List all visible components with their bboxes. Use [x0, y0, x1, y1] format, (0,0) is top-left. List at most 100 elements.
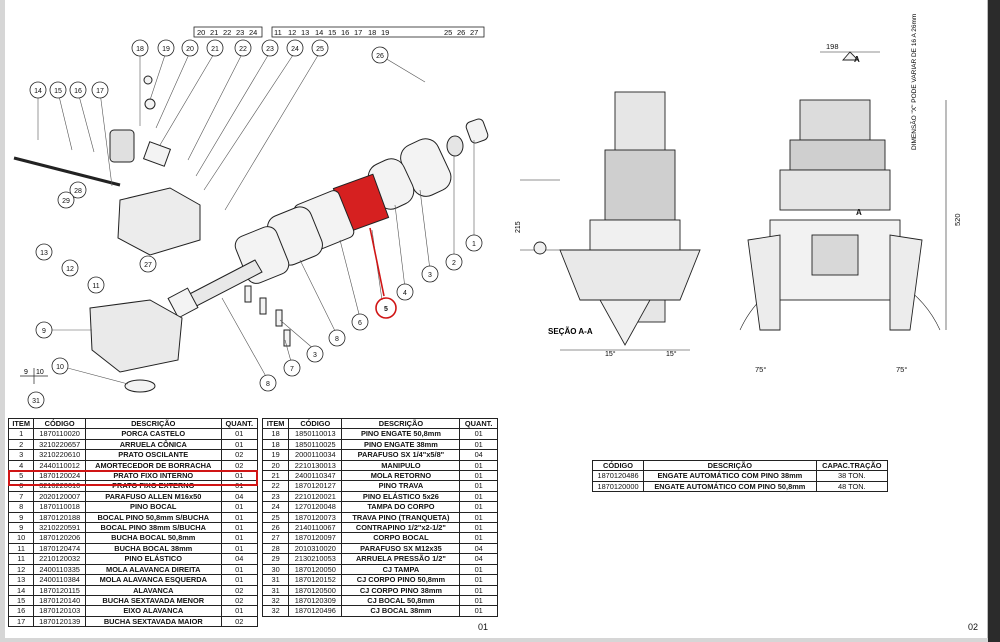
table-cell: 01: [220, 532, 259, 544]
table-cell: 14: [7, 584, 35, 596]
table-cell: 1870120103: [33, 605, 86, 617]
svg-text:13: 13: [301, 28, 309, 37]
table-cell: 1: [7, 428, 35, 440]
table-cell: 1870110020: [33, 428, 86, 440]
col-capacidade: CAPAC.TRAÇÃO: [815, 459, 889, 472]
table-cell: 01: [459, 438, 498, 451]
col-quant: QUANT.: [220, 417, 259, 430]
table-cell: 04: [220, 553, 259, 565]
svg-text:21: 21: [211, 46, 219, 53]
svg-text:198: 198: [826, 42, 839, 51]
table-cell: 29: [261, 553, 290, 565]
hdr-num: 20: [197, 28, 205, 37]
header-numbers: 20 21 22 23 24 11 12 13 14 15 16 17 18 1…: [197, 28, 478, 37]
svg-text:A: A: [854, 55, 860, 64]
table-cell: 38 TON.: [815, 470, 889, 482]
svg-text:12: 12: [288, 28, 296, 37]
table-cell: PINO ELÁSTICO: [84, 553, 222, 565]
table-cell: 01: [459, 584, 498, 596]
table-cell: CJ CORPO PINO 50,8mm: [341, 574, 461, 586]
viewer-edge: [988, 0, 1000, 642]
svg-text:27: 27: [470, 28, 478, 37]
table-cell: 2210130013: [288, 459, 343, 472]
table-cell: BUCHA BOCAL 38mm: [84, 542, 222, 555]
callout-numbers: 1 2 3 4 5 6 8 3 7 8 9 10 31 18 19 20 21 …: [32, 46, 476, 405]
svg-text:27: 27: [144, 262, 152, 269]
table-cell: 01: [459, 480, 498, 492]
svg-text:28: 28: [74, 188, 82, 195]
table-cell: 1870120127: [288, 480, 343, 492]
dimension-note: DIMENSÃO "X" PODE VARIAR DE 16 A 26mm: [909, 14, 918, 150]
table-cell: 02: [220, 594, 259, 607]
table-cell: TAMPA DO CORPO: [341, 501, 461, 513]
svg-text:10: 10: [36, 369, 44, 376]
table-cell: 32: [261, 594, 290, 607]
table-cell: 23: [261, 490, 290, 503]
table-cell: BUCHA BOCAL 50,8mm: [84, 532, 222, 544]
table-cell: PRATO OSCILANTE: [84, 449, 222, 461]
table-cell: BUCHA SEXTAVADA MENOR: [84, 594, 222, 607]
table-cell: 3: [7, 449, 35, 461]
table-cell: 04: [459, 553, 498, 565]
table-cell: MOLA RETORNO: [341, 470, 461, 482]
table-cell: 9: [7, 522, 35, 534]
svg-text:9: 9: [24, 369, 28, 376]
svg-text:19: 19: [162, 46, 170, 53]
table-cell: 2210120032: [33, 553, 86, 565]
svg-text:14: 14: [34, 88, 42, 95]
table-cell: 2400110335: [33, 563, 86, 576]
svg-text:13: 13: [40, 250, 48, 257]
table-cell: 4: [7, 459, 35, 472]
table-cell: CONTRAPINO 1/2"x2-1/2": [341, 522, 461, 534]
table-cell: 01: [220, 428, 259, 440]
table-cell: 1270120048: [288, 501, 343, 513]
col-item: ITEM: [7, 417, 35, 430]
table-cell: ALAVANCA: [84, 584, 222, 596]
svg-text:20: 20: [186, 46, 194, 53]
table-cell: 1850110025: [288, 438, 343, 451]
table-cell: 04: [220, 490, 259, 503]
table-cell: 01: [459, 594, 498, 607]
table-cell: PINO ELÁSTICO 5x26: [341, 490, 461, 503]
svg-text:12: 12: [66, 266, 74, 273]
table-cell: 24: [261, 501, 290, 513]
table-cell: 1870120139: [33, 615, 86, 628]
table-cell: 12: [7, 563, 35, 576]
parts-group: [13, 75, 489, 393]
table-cell: MOLA ALAVANCA ESQUERDA: [84, 574, 222, 586]
svg-text:17: 17: [96, 88, 104, 95]
table-cell: 1870120309: [288, 594, 343, 607]
table-cell: 26: [261, 522, 290, 534]
table-cell: 01: [220, 511, 259, 524]
svg-text:25: 25: [316, 46, 324, 53]
header-number-strip: [193, 26, 485, 38]
table-cell: 9: [7, 511, 35, 524]
table-cell: 31: [261, 584, 290, 596]
table-cell: 18: [261, 428, 290, 440]
table-cell: 2130210053: [288, 553, 343, 565]
col-descricao: DESCRIÇÃO: [341, 417, 461, 430]
table-cell: 2400110384: [33, 574, 86, 586]
table-cell: 1870120050: [288, 563, 343, 576]
svg-text:18: 18: [368, 28, 376, 37]
svg-text:4: 4: [403, 290, 407, 297]
section-view: [520, 91, 701, 351]
svg-text:18: 18: [136, 46, 144, 53]
svg-text:7: 7: [290, 366, 294, 373]
svg-text:15°: 15°: [666, 350, 677, 358]
table-cell: 01: [459, 511, 498, 524]
table-cell: 1870120140: [33, 594, 86, 607]
table-cell: 1850110013: [288, 428, 343, 440]
col-codigo: CÓDIGO: [288, 417, 343, 430]
